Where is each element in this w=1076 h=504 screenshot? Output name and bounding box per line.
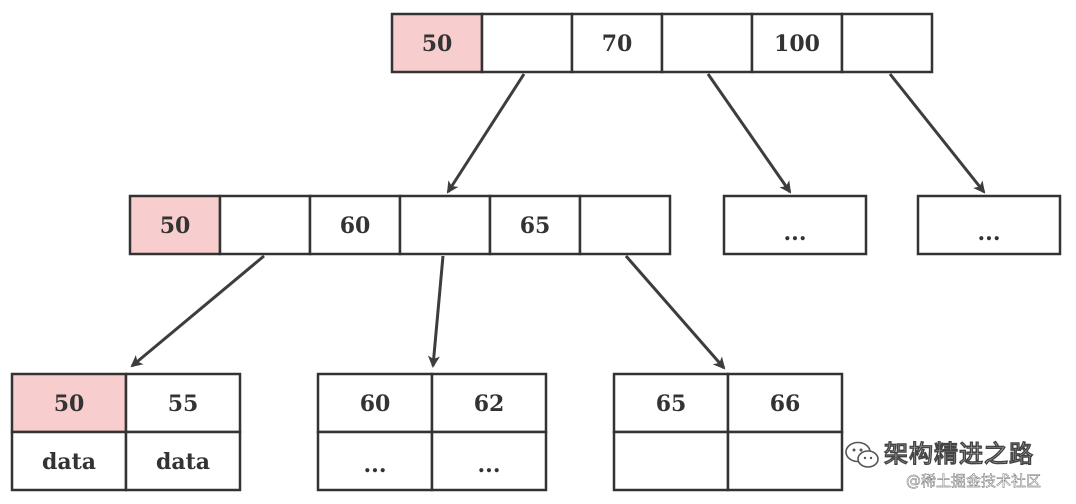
leaf3-key-1: 66 (770, 391, 801, 417)
leaf3-key-0: 65 (656, 391, 687, 417)
root-cell-1 (480, 12, 574, 74)
l2-mid-label: ... (784, 220, 807, 246)
leaf2-data-1: ... (478, 452, 501, 478)
root-cell-3 (660, 12, 754, 74)
leaf2-data-0: ... (364, 452, 387, 478)
leaf3-data-cell-0 (612, 430, 730, 492)
root-key-4: 100 (774, 31, 820, 57)
arrow-root-to-right (888, 73, 986, 194)
l2-cell-2 (308, 194, 402, 256)
l2-cell-1 (218, 194, 312, 256)
arrow-root-to-left (446, 73, 526, 194)
l2-mid-cell (722, 194, 868, 256)
watermark-subtitle: @稀土掘金技术社区 (906, 472, 1042, 490)
leaf2-key-cell-1 (430, 372, 548, 434)
root-cell-5 (840, 12, 934, 74)
level2-left-node: 50 60 65 (128, 194, 672, 256)
l2-cell-4 (488, 194, 582, 256)
leaf2-key-1: 62 (474, 391, 505, 417)
leaf1-data-1: data (156, 449, 210, 475)
level2-right-node: ... (916, 194, 1062, 256)
leaf3-key-cell-0 (612, 372, 730, 434)
leaf-node-3: 65 66 (612, 372, 844, 492)
root-key-2: 70 (602, 31, 633, 57)
arrow-root-to-mid (706, 73, 792, 194)
watermark: 架构精进之路 @稀土掘金技术社区 (844, 434, 1054, 494)
watermark-title: 架构精进之路 (884, 440, 1034, 469)
l2-key-0: 50 (160, 213, 191, 239)
l2-cell-3 (398, 194, 492, 256)
leaf2-key-0: 60 (360, 391, 391, 417)
leaf1-key-cell-1 (124, 372, 242, 434)
leaf1-data-cell-1 (124, 430, 242, 492)
arrow-mid-to-leaf1 (130, 254, 265, 368)
l2-key-2: 60 (340, 213, 371, 239)
leaf2-key-cell-0 (316, 372, 434, 434)
leaf1-key-0: 50 (54, 391, 85, 417)
root-node: 50 70 100 (390, 12, 934, 74)
leaf1-key-1: 55 (168, 391, 199, 417)
l2-key-4: 65 (520, 213, 551, 239)
wechat-icon (845, 441, 879, 468)
l2-cell-0 (128, 194, 222, 256)
leaf3-data-cell-1 (726, 430, 844, 492)
arrow-mid-to-leaf3 (624, 255, 726, 370)
leaf1-data-0: data (42, 449, 96, 475)
leaf-node-1: 50 55 data data (10, 372, 242, 492)
arrow-mid-to-leaf2 (427, 255, 445, 368)
leaf1-data-cell-0 (10, 430, 128, 492)
root-cell-0 (390, 12, 484, 74)
l2-right-cell (916, 194, 1062, 256)
leaf2-data-cell-1 (430, 430, 548, 492)
root-key-0: 50 (422, 31, 453, 57)
l2-right-label: ... (978, 220, 1001, 246)
leaf3-key-cell-1 (726, 372, 844, 434)
leaf-node-2: 60 62 ... ... (316, 372, 548, 492)
l2-cell-5 (578, 194, 672, 256)
level2-mid-node: ... (722, 194, 868, 256)
arrows (130, 73, 986, 370)
